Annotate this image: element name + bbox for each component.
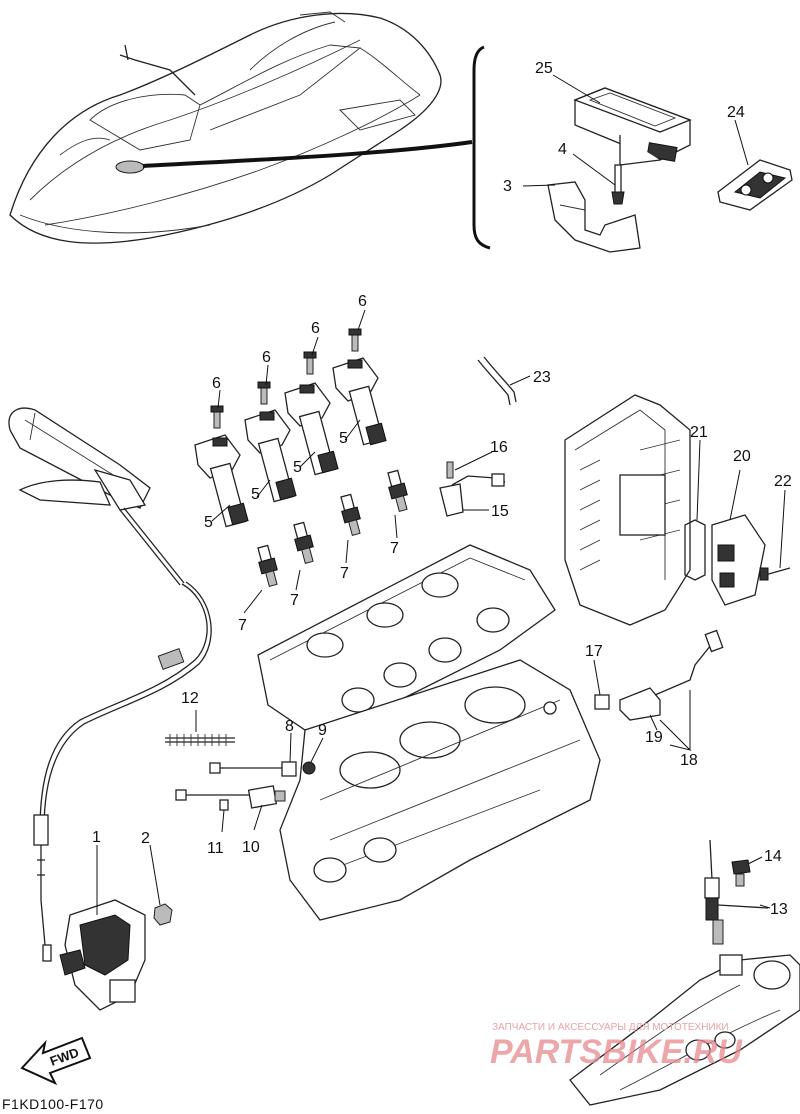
callout-4: 4 [558,141,567,158]
ignition-coil-4 [332,357,387,446]
exhaust-manifold [569,954,800,1106]
sensor-part18-19 [594,629,724,721]
callout-6d: 6 [358,293,367,310]
callout-7c: 7 [340,565,349,582]
ignition-coil-3 [284,382,339,476]
callout-9: 9 [318,722,327,739]
spark-plugs [257,469,408,587]
callout-8: 8 [285,718,294,735]
gasket-part21 [684,519,706,581]
callout-3: 3 [503,178,512,195]
bolt-part16 [446,461,454,479]
throttle-actuator [59,899,146,1011]
callout-10: 10 [242,839,260,856]
sensor-part8 [209,761,297,777]
callout-7b: 7 [290,592,299,609]
callout-22: 22 [774,473,792,490]
leader-lines [96,74,786,915]
bolt-part22 [759,567,791,581]
watermark-line: ЗАПЧАСТИ И АКСЕССУАРЫ ДЛЯ МОТОТЕХНИКИ [492,1022,729,1033]
sensor-part15 [439,473,506,517]
handlebar-grip [8,407,151,511]
mounting-bracket [547,181,641,253]
spring-part12 [165,734,235,746]
callout-14: 14 [764,848,782,865]
callout-17: 17 [585,643,603,660]
callout-6c: 6 [311,320,320,337]
key-fob [717,159,793,211]
callout-5b: 5 [251,486,260,503]
throttle-cable [33,507,212,962]
pointer-arrow [142,140,473,168]
callout-5a: 5 [204,514,213,531]
group-bracket [472,45,491,250]
callout-11: 11 [207,840,224,857]
callout-6b: 6 [262,349,271,366]
coil-bolts [210,328,362,429]
callout-21: 21 [690,424,708,441]
callout-18: 18 [680,752,698,769]
callout-24: 24 [727,104,745,121]
callout-7d: 7 [390,540,399,557]
module-part20 [711,514,766,606]
callout-1: 1 [92,829,101,846]
ignition-coil-1 [194,434,249,528]
callout-15: 15 [491,503,509,520]
callout-25: 25 [535,60,553,77]
sensor-part10 [175,785,286,809]
callout-19: 19 [645,729,663,746]
callout-23: 23 [533,369,551,386]
callout-5d: 5 [339,430,348,447]
watermark-brand: PARTSBIKE.RU [490,1033,743,1071]
temp-sensor-part13 [704,839,769,945]
ignition-coil-2 [244,409,297,503]
watermark: ЗАПЧАСТИ И АКСЕССУАРЫ ДЛЯ МОТОТЕХНИКИ PA… [490,1022,743,1071]
bolt-part14 [731,859,751,887]
clip-part23 [477,356,517,406]
hex-nut [153,903,173,926]
watercraft-illustration [9,11,442,244]
callout-2: 2 [141,830,150,847]
callout-16: 16 [490,439,508,456]
engine-block [257,544,601,921]
remote-receiver-unit [573,87,692,166]
electrical-box [564,394,691,626]
callout-5c: 5 [293,459,302,476]
washer-part9 [302,761,316,775]
callout-labels: 25 24 4 3 23 21 20 22 16 15 6 6 6 6 5 5 … [92,60,792,918]
forward-arrow-icon: FWD [20,1036,92,1086]
catalog-code: F1KD100-F170 [2,1096,104,1112]
callout-12: 12 [181,690,199,707]
callout-20: 20 [733,448,751,465]
callout-6a: 6 [212,375,221,392]
bolt-part11 [219,799,229,811]
bolt-part4 [611,164,625,205]
callout-13: 13 [770,901,788,918]
callout-7a: 7 [238,617,247,634]
